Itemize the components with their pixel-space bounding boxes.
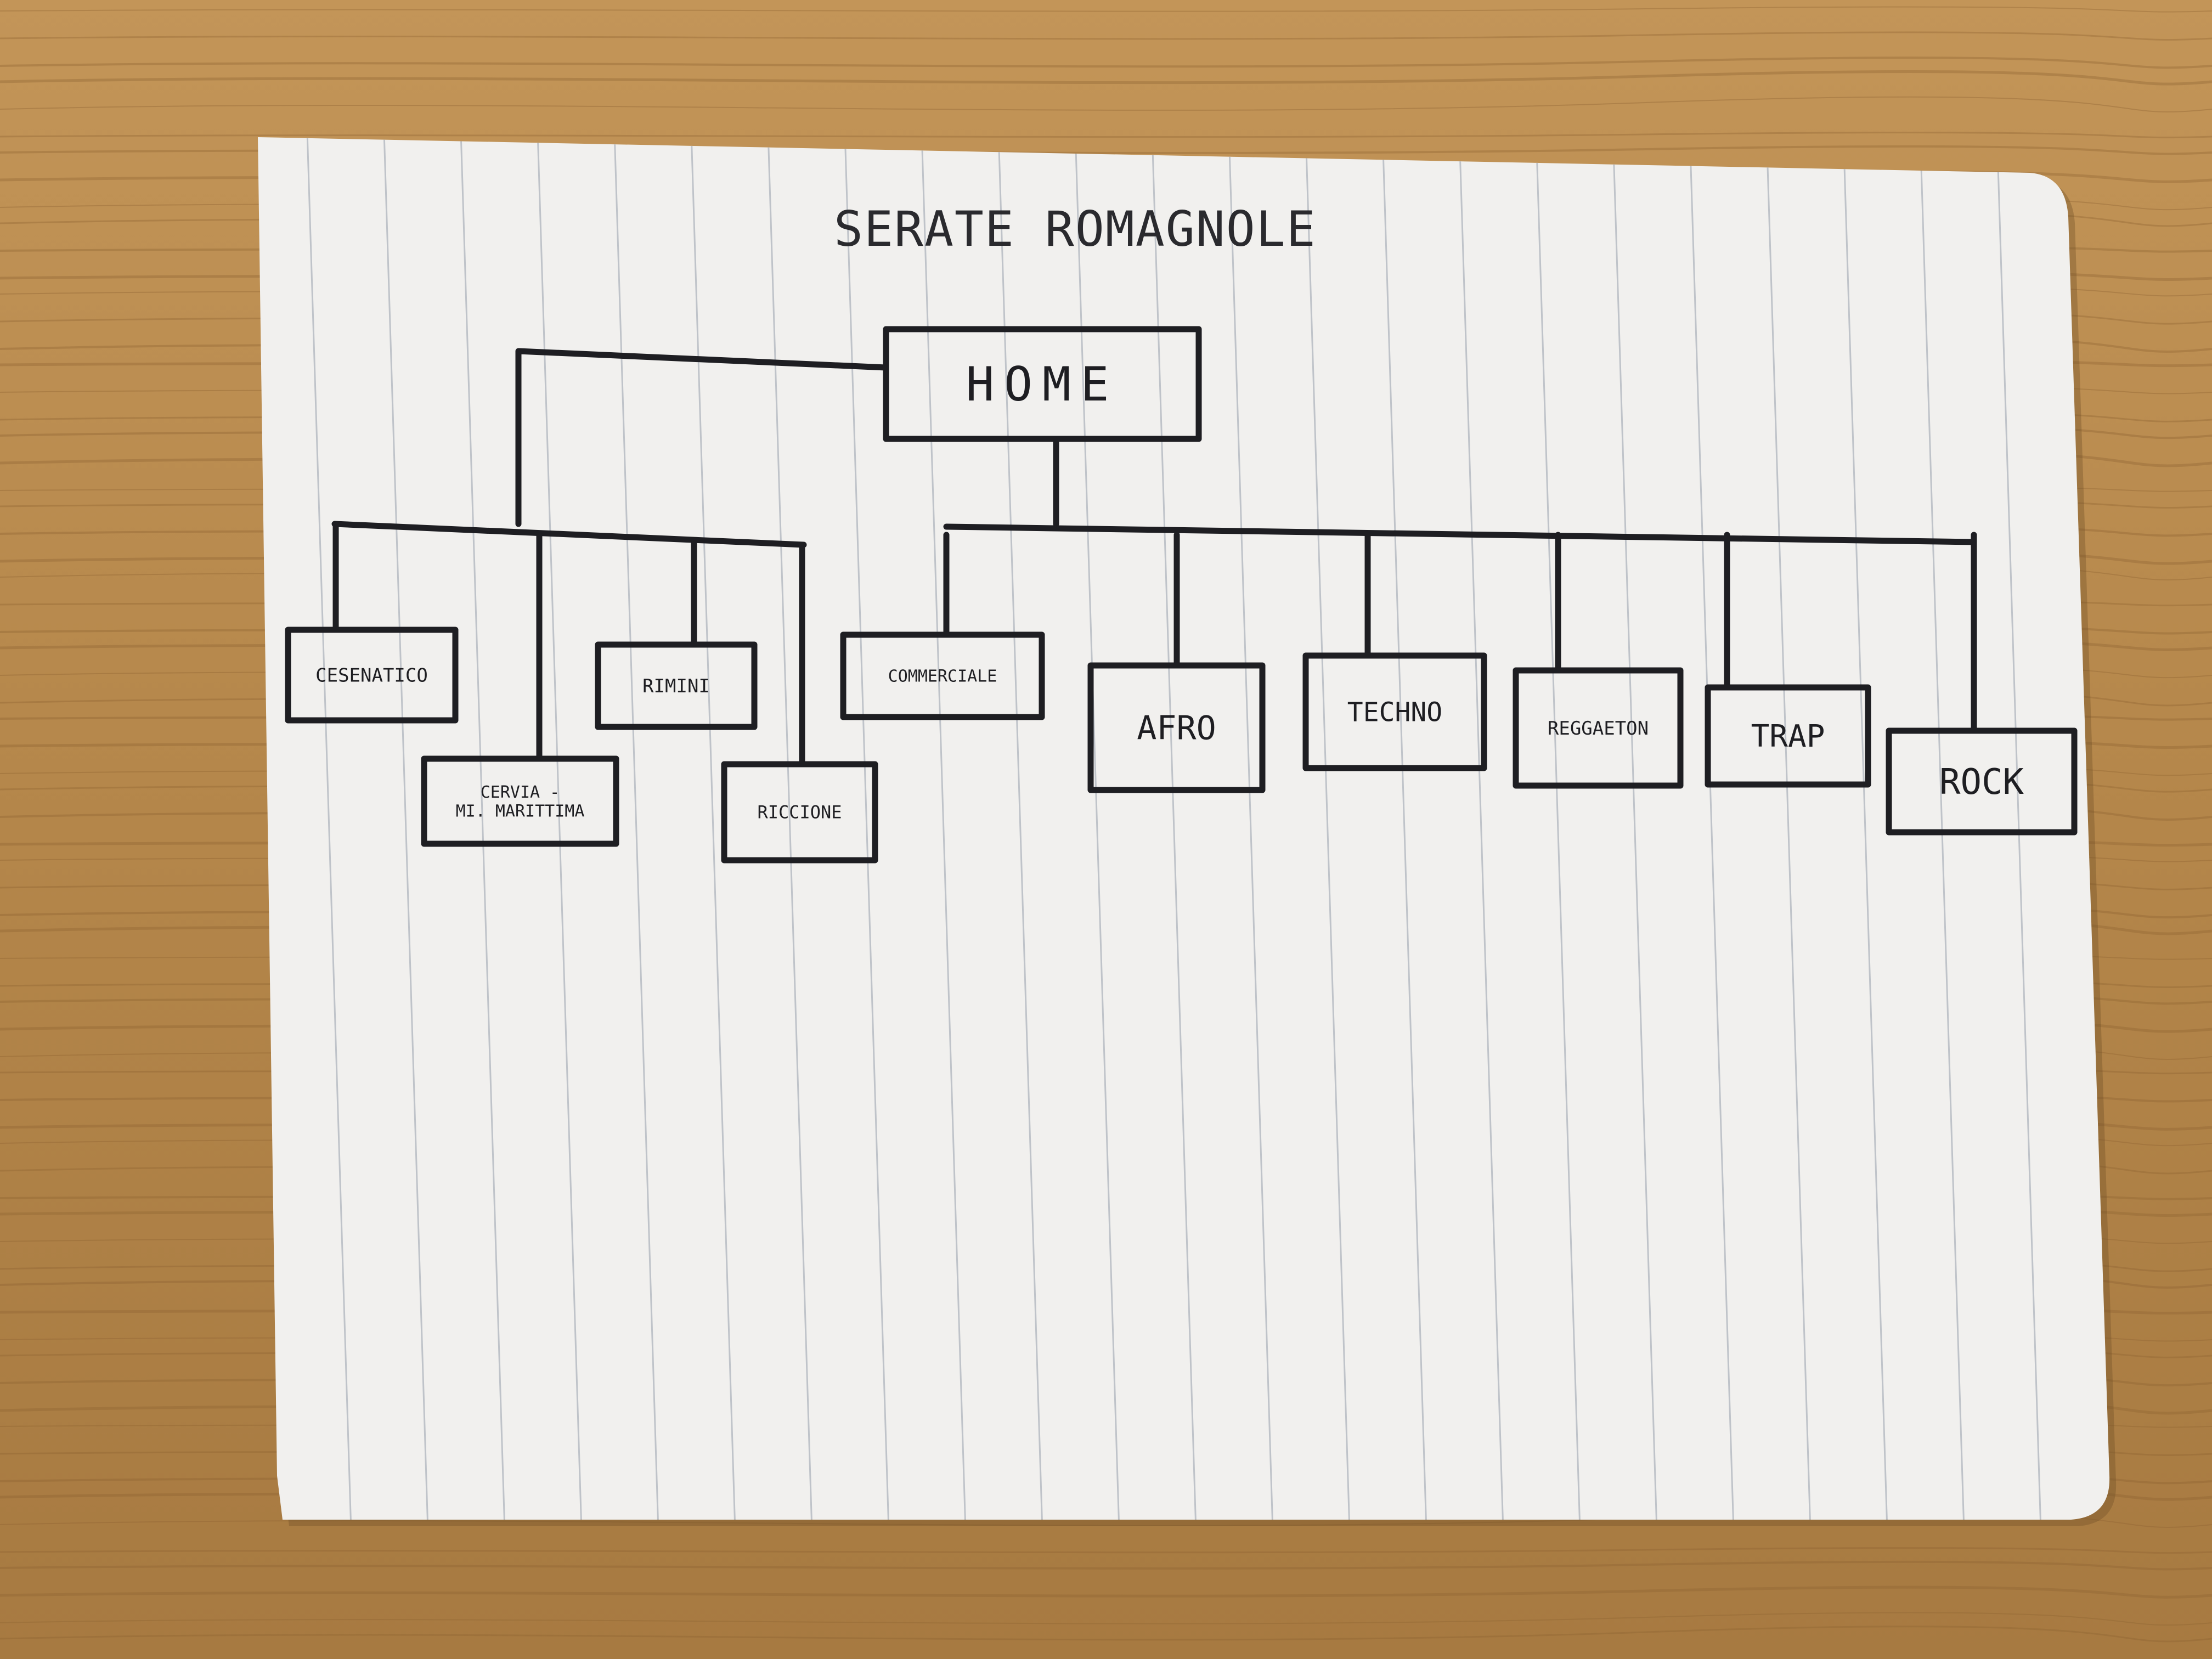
wooden-desk-background [0, 0, 2212, 1659]
